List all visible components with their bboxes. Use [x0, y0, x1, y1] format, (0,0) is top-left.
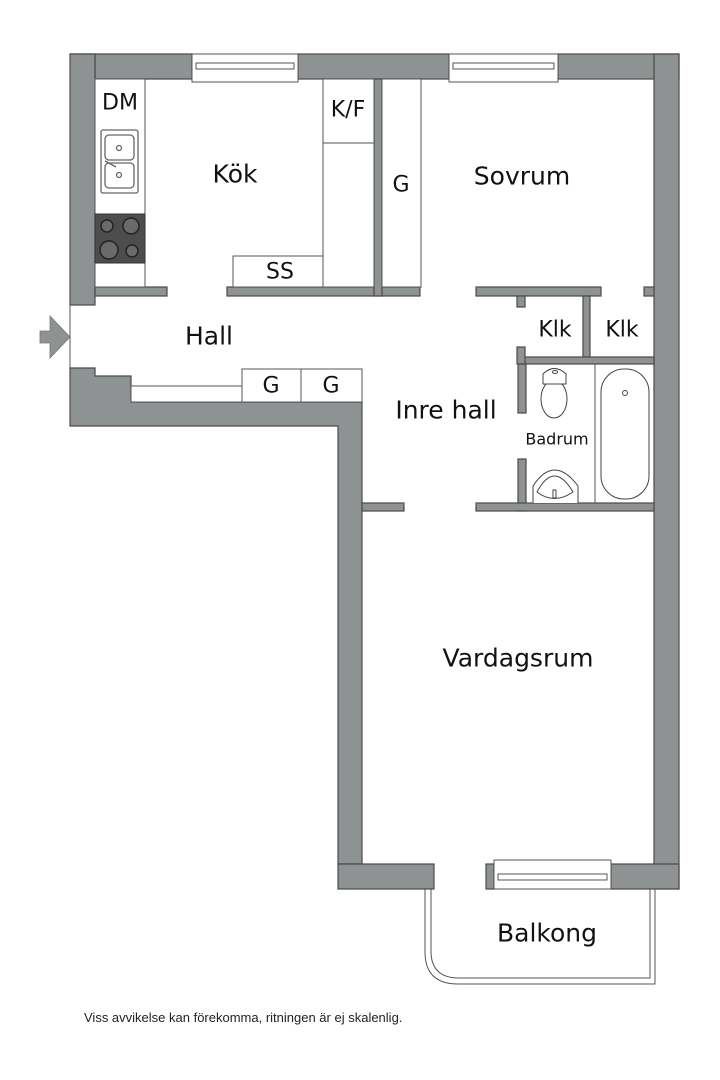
wall-bottom-right — [610, 863, 680, 890]
room-label-living-room: Vardagsrum — [442, 643, 594, 673]
wall-kitchen-bedroom — [373, 78, 383, 297]
room-label-bedroom: Sovrum — [473, 161, 571, 191]
window-icon — [191, 53, 612, 890]
wall-bath-bottom — [475, 502, 655, 512]
broom-closet — [232, 255, 324, 288]
toilet-icon — [540, 368, 568, 419]
fixture-label-hall-wardrobe-2: G — [322, 373, 340, 399]
fixture-label-closet-left: Klk — [538, 317, 572, 343]
wall-bedroom-bottom-right — [643, 286, 655, 297]
wall-bottom-pillar — [485, 863, 495, 890]
fixture-label-wardrobe-bedroom: G — [392, 172, 410, 198]
fixture-label-dishwasher: DM — [102, 90, 138, 116]
entrance-arrow-icon — [39, 315, 71, 359]
stove-icon — [94, 213, 146, 264]
wall-closet-left-lower — [516, 346, 526, 365]
kitchen-sink-icon — [100, 129, 139, 194]
counter-right — [322, 78, 375, 288]
room-label-balcony: Balkong — [496, 918, 598, 948]
wall-bottom-left — [337, 863, 435, 890]
fixture-label-hall-wardrobe-1: G — [262, 373, 280, 399]
fixture-label-closet-right: Klk — [605, 317, 639, 343]
room-label-hall: Hall — [184, 321, 234, 351]
wall-right — [653, 53, 680, 890]
wall-bedroom-bottom — [475, 286, 602, 297]
bedroom-wardrobe — [381, 78, 422, 288]
bathtub-icon — [600, 368, 650, 500]
room-label-bathroom: Badrum — [525, 429, 589, 449]
wall-closet-divider — [582, 295, 591, 358]
wall-top-mid — [297, 53, 450, 80]
balcony-railing — [424, 889, 656, 985]
wall-left-lower — [69, 367, 363, 865]
wall-kitchen-bottom — [226, 286, 421, 297]
room-label-kitchen: Kök — [212, 159, 258, 189]
wall-kitchen-bottom-left — [94, 286, 168, 297]
room-label-inner-hall: Inre hall — [395, 395, 497, 425]
washbasin-icon — [532, 469, 579, 503]
wall-closet-stub — [516, 295, 526, 308]
hall-wardrobe-2 — [300, 368, 363, 403]
wall-closet-bottom — [517, 356, 655, 365]
fixture-label-fridge-freezer: K/F — [330, 97, 366, 123]
hall-shelf — [130, 385, 243, 403]
disclaimer-text: Viss avvikelse kan förekomma, ritningen … — [84, 1010, 403, 1025]
wall-living-stub — [361, 502, 405, 512]
wall-left-upper — [69, 53, 96, 306]
fixture-label-broom-closet: SS — [266, 259, 294, 285]
wall-bath-left-upper — [517, 363, 527, 414]
